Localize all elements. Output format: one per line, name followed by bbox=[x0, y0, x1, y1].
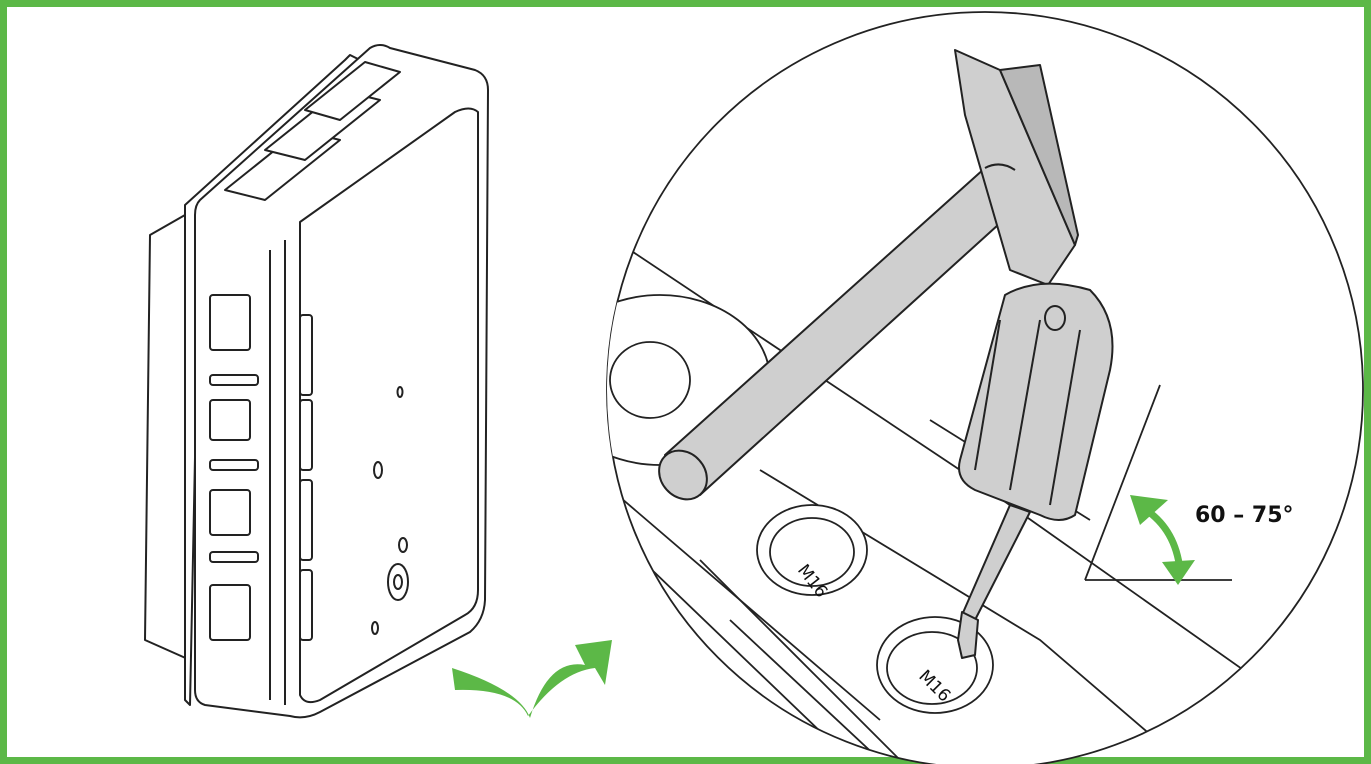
screwdriver-icon bbox=[957, 282, 1114, 659]
angle-indicator: 60 – 75° bbox=[1084, 384, 1294, 585]
double-curved-arrow-icon bbox=[1130, 495, 1195, 585]
enclosure-box bbox=[144, 44, 489, 719]
angle-range-label: 60 – 75° bbox=[1195, 503, 1294, 528]
curved-rotate-arrow-icon bbox=[452, 640, 612, 718]
detail-view: 60 – 75° M16 M16 bbox=[606, 11, 1364, 764]
